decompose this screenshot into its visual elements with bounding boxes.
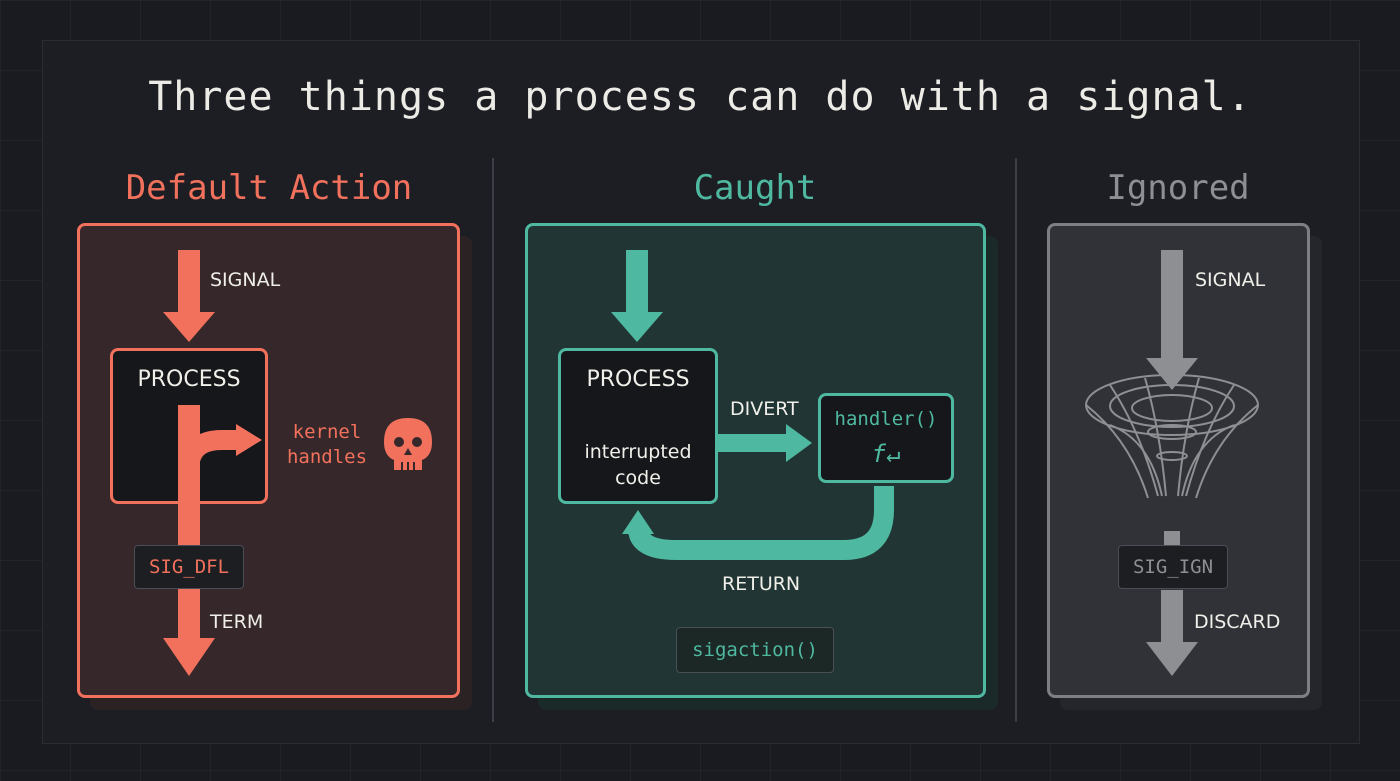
- divert-arrow-shaft: [718, 434, 788, 452]
- default-action-heading: Default Action: [125, 168, 413, 208]
- default-signal-arrow-shaft: [178, 250, 200, 314]
- default-branch-arrow-head: [236, 424, 262, 456]
- term-label: TERM: [210, 611, 264, 633]
- handler-function-symbol: f↵: [871, 440, 901, 468]
- return-arrow-head: [622, 510, 654, 534]
- return-arrow-path: [628, 486, 894, 560]
- sigaction-tag: sigaction(): [676, 627, 834, 673]
- return-label: RETURN: [722, 573, 801, 595]
- default-branch-curve: [179, 430, 238, 512]
- sig-dfl-tag: SIG_DFL: [134, 545, 244, 589]
- default-term-arrow-head: [163, 638, 215, 676]
- page-title: Three things a process can do with a sig…: [148, 74, 1252, 120]
- caught-heading: Caught: [693, 168, 817, 208]
- handler-label: handler(): [834, 408, 938, 430]
- ignored-signal-label: SIGNAL: [1195, 269, 1266, 291]
- ignored-lower-stub: [1164, 531, 1180, 545]
- divert-arrow-head: [786, 424, 812, 462]
- sig-ign-tag: SIG_IGN: [1118, 545, 1228, 589]
- default-process-label: PROCESS: [137, 367, 241, 392]
- kernel-label-line2: handles: [286, 446, 368, 468]
- default-signal-label: SIGNAL: [210, 269, 281, 291]
- handler-box: [818, 393, 954, 483]
- discard-arrow-shaft: [1161, 590, 1183, 644]
- kernel-label-line1: kernel: [292, 421, 362, 443]
- interrupted-code-line2: code: [615, 467, 661, 489]
- discard-arrow-head: [1146, 642, 1198, 676]
- default-signal-arrow-head: [163, 312, 215, 342]
- caught-process-box: [558, 348, 718, 504]
- divert-label: DIVERT: [730, 398, 799, 420]
- discard-label: DISCARD: [1194, 611, 1281, 633]
- caught-signal-arrow-shaft: [626, 250, 648, 314]
- column-divider: [1015, 158, 1017, 722]
- column-divider: [492, 158, 494, 722]
- ignored-signal-arrow-shaft: [1161, 250, 1183, 360]
- interrupted-code-line1: interrupted: [584, 441, 692, 463]
- caught-signal-arrow-head: [611, 312, 663, 342]
- caught-process-label: PROCESS: [586, 367, 690, 392]
- ignored-heading: Ignored: [1106, 168, 1250, 208]
